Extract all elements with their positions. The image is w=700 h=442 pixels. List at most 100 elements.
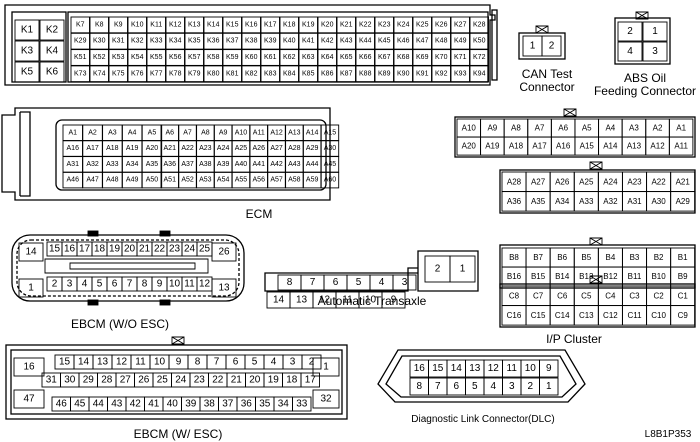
ecm-k-pin-k54: K54 xyxy=(131,54,144,61)
ebcm-wo-pin-9: 9 xyxy=(157,279,163,290)
ip-pin-b16: B16 xyxy=(507,272,522,281)
ecm-k-pin-k43-cell xyxy=(336,32,356,50)
dlc-housing xyxy=(377,349,586,403)
ecm-a-pin-a40: A40 xyxy=(235,161,248,168)
ecm-a-pin-a53: A53 xyxy=(199,177,212,184)
ebcm-wo-pin-26: 26 xyxy=(218,247,230,258)
ebcm-w-pin-46: 46 xyxy=(56,399,68,410)
ecm-k-pin-k16-cell xyxy=(241,16,261,34)
can-key-mark xyxy=(535,25,549,34)
ecm-k-pin-k8-cell xyxy=(89,16,109,34)
ebcm-w-pin-38: 38 xyxy=(204,399,216,410)
ecm-a-pin-a12: A12 xyxy=(270,129,283,136)
ebcm-w-pin-42: 42 xyxy=(130,399,142,410)
ecm-a-pin-a38: A38 xyxy=(199,161,212,168)
ecm-k-pin-k65: K65 xyxy=(340,54,353,61)
ip-pin-a35: A35 xyxy=(531,197,546,206)
ebcm-wo-pin-1: 1 xyxy=(28,283,34,294)
abs-pin-2: 2 xyxy=(627,26,633,37)
ip-pin-c11: C11 xyxy=(627,311,642,320)
ecm-k-pin-k88: K88 xyxy=(359,70,372,77)
ecm-k-pin-k28-cell xyxy=(469,16,489,34)
ip-pin-c3: C3 xyxy=(629,291,640,300)
ip-pin-c2: C2 xyxy=(653,291,664,300)
ecm-a-pin-a29: A29 xyxy=(306,145,319,152)
ebcm-w-pin-6: 6 xyxy=(233,357,239,368)
ecm-k-pin-k49-cell xyxy=(450,32,470,50)
ecm-a-pin-a3: A3 xyxy=(108,129,117,136)
ebcm-w-pin-24: 24 xyxy=(175,375,187,386)
ecm-k-pin-k45-cell xyxy=(374,32,394,50)
ecm-k-pin-k20-cell xyxy=(317,16,337,34)
ecm-k-pin-k44: K44 xyxy=(359,38,372,45)
ip-pin-b11: B11 xyxy=(628,272,642,281)
ip-pin-b12: B12 xyxy=(603,272,618,281)
ebcm-wo-outer xyxy=(11,234,245,302)
ecm-a-pin-a19: A19 xyxy=(126,145,139,152)
ip-pin-a23: A23 xyxy=(627,177,642,186)
ecm-a-pin-a34: A34 xyxy=(126,161,139,168)
ecm-k-pin-k59: K59 xyxy=(226,54,239,61)
ecm-k-pin-k9-cell xyxy=(108,16,128,34)
ecm-k-pin-k37: K37 xyxy=(226,38,239,45)
ecm-k-pin-k59-cell xyxy=(222,49,242,66)
ebcm-w-pin-15: 15 xyxy=(59,357,71,368)
ecm-k-pin-k44-cell xyxy=(355,32,375,50)
ecm-a-pin-a8: A8 xyxy=(201,129,210,136)
ip-pin-b13: B13 xyxy=(579,272,594,281)
ecm-k-pin-k74: K74 xyxy=(93,70,106,77)
ecm-k-pin-k78: K78 xyxy=(169,70,182,77)
ecm-k-pin-k41: K41 xyxy=(302,38,315,45)
ip-pin-a27: A27 xyxy=(531,177,546,186)
ecm-k-pin-k21-cell xyxy=(336,16,356,34)
ecm-k-pin-k93-cell xyxy=(450,65,470,83)
ecm-a-pin-a43: A43 xyxy=(288,161,301,168)
ecm-k-pin-k69: K69 xyxy=(416,54,429,61)
ip-pin-a17: A17 xyxy=(532,142,547,151)
ebcm-w-pin-2: 2 xyxy=(309,357,315,368)
ecm-k-pin-k31-cell xyxy=(108,32,128,50)
ip-pin-a22: A22 xyxy=(651,177,666,186)
ebcm-wo-pin-14-cell xyxy=(18,242,44,262)
ebcm-wo-pin-20: 20 xyxy=(124,244,136,255)
ebcm-wo-pin-21: 21 xyxy=(139,244,151,255)
ecm-a-pin-a55: A55 xyxy=(235,177,248,184)
ecm-a-pin-a20: A20 xyxy=(146,145,159,152)
ebcm-w-pin-1: 1 xyxy=(323,362,329,373)
ecm-k-pin-k66: K66 xyxy=(359,54,372,61)
ecm-a-pin-a50-cell xyxy=(141,171,163,189)
abs-key-mark xyxy=(635,11,649,20)
ecm-k-pin-k58-cell xyxy=(203,49,223,66)
dlc-pin-4: 4 xyxy=(490,381,496,392)
ip-pin-a20: A20 xyxy=(462,142,477,151)
ebcm-wo-pin-15: 15 xyxy=(49,244,61,255)
ip-pin-a31: A31 xyxy=(627,197,642,206)
ecm-k-pin-k36-cell xyxy=(203,32,223,50)
ecm-k-pin-k63-cell xyxy=(298,49,318,66)
ecm-k-pin-k73-cell xyxy=(70,65,90,83)
ecm-k-pin-k86: K86 xyxy=(321,70,334,77)
ecm-k-pin-k7-cell xyxy=(70,16,90,34)
ecm-k-pin-k57-cell xyxy=(184,49,204,66)
ip-block3-key-mark xyxy=(589,237,603,246)
ecm-a-pin-a7: A7 xyxy=(183,129,192,136)
dlc-pin-5: 5 xyxy=(472,381,478,392)
ecm-k-pin-k49: K49 xyxy=(454,38,467,45)
ecm-k-pin-k53: K53 xyxy=(112,54,125,61)
ecm-k-pin-k48-cell xyxy=(431,32,451,50)
ebcm-w-pin-23: 23 xyxy=(194,375,206,386)
ebcm-w-pin-10: 10 xyxy=(154,357,166,368)
ecm-k-pin-k74-cell xyxy=(89,65,109,83)
ecm-a-pin-a28: A28 xyxy=(288,145,301,152)
ip-pin-c5: C5 xyxy=(581,291,592,300)
ebcm-wo-pin-10: 10 xyxy=(169,279,181,290)
transaxle-pin-14: 14 xyxy=(273,295,285,306)
ebcm-wo-pin-13: 13 xyxy=(218,283,230,294)
ebcm-w-pin-32: 32 xyxy=(320,394,332,405)
ecm-k-pin-k24: K24 xyxy=(397,21,410,28)
ip-pin-a18: A18 xyxy=(509,142,524,151)
ecm-k-pin-k15-cell xyxy=(222,16,242,34)
ecm-k-pin-k73: K73 xyxy=(74,70,87,77)
ecm-k-pin-k33: K33 xyxy=(150,38,163,45)
transaxle-pin-12: 12 xyxy=(319,295,331,306)
